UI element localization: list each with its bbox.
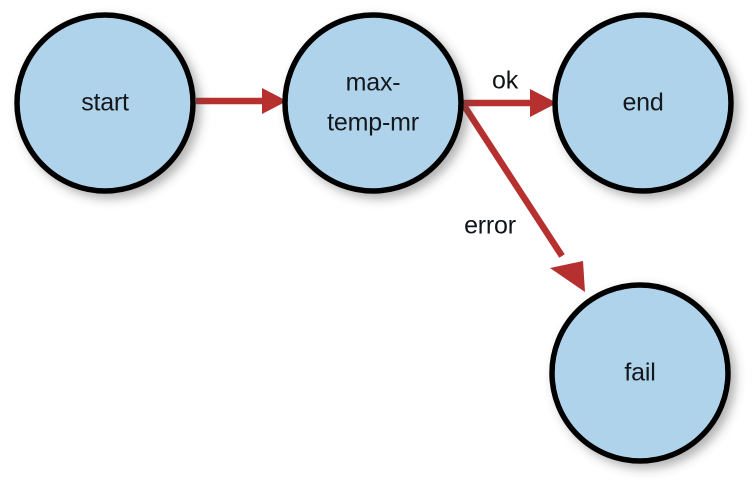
node-label-max-temp-mr-line2: temp-mr [327, 109, 419, 137]
node-label-end: end [622, 89, 663, 117]
arrowhead-icon [530, 89, 557, 117]
node-label-fail: fail [624, 359, 655, 387]
edge-label-error: error [464, 212, 516, 240]
node-label-start: start [81, 89, 129, 117]
edge-label-group: ok error [464, 67, 519, 240]
node-shape [552, 12, 734, 194]
edge-maxtempmr-to-fail[interactable] [460, 102, 585, 292]
node-shape [282, 12, 464, 194]
node-max-temp-mr[interactable]: max- temp-mr [282, 12, 464, 194]
edge-group [196, 88, 585, 292]
arrowhead-icon [550, 261, 585, 292]
edge-start-to-maxtempmr[interactable] [196, 88, 287, 114]
node-label-max-temp-mr-line1: max- [346, 69, 401, 97]
node-shape [549, 282, 731, 464]
node-fail[interactable]: fail [549, 282, 731, 464]
edge-line [460, 102, 565, 258]
edge-maxtempmr-to-end[interactable] [463, 89, 557, 117]
arrowhead-icon [262, 88, 287, 114]
node-start[interactable]: start [14, 12, 196, 194]
node-shape [14, 12, 196, 194]
node-end[interactable]: end [552, 12, 734, 194]
edge-label-ok: ok [492, 67, 519, 95]
node-group: start max- temp-mr end fail [14, 12, 734, 464]
